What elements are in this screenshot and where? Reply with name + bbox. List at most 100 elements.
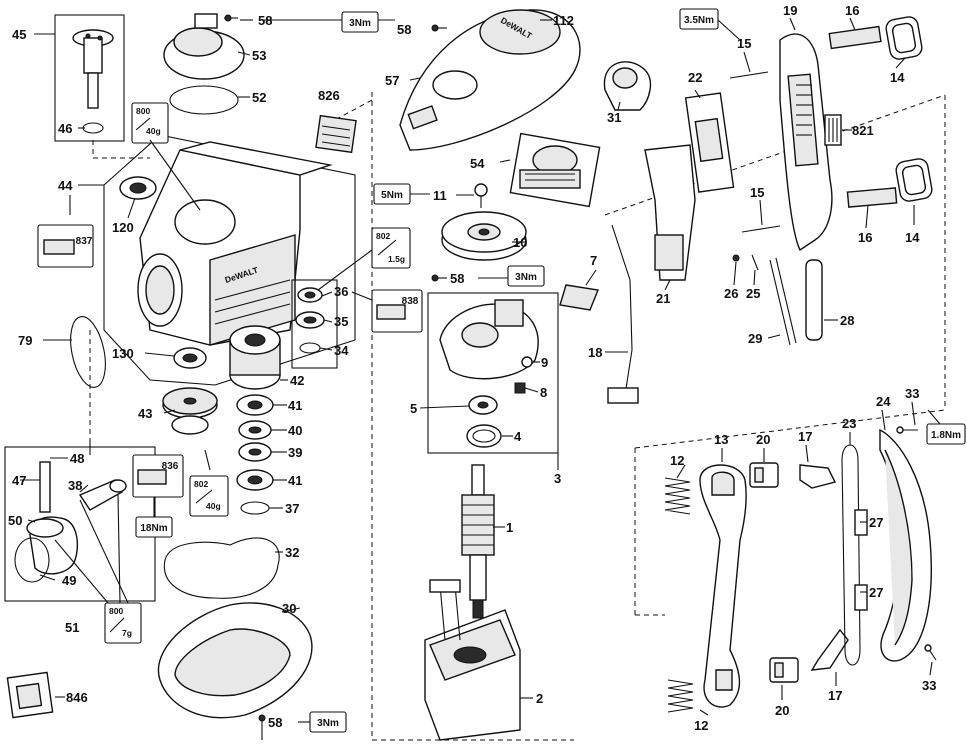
torque-label: 5Nm xyxy=(381,190,403,201)
part-number-label: 15 xyxy=(750,185,764,200)
part-number-label: 35 xyxy=(334,314,348,329)
part-number-label: 20 xyxy=(756,432,770,447)
top-cover: DeWALT xyxy=(399,9,581,151)
part-number-label: 25 xyxy=(746,286,760,301)
part-number-label: 42 xyxy=(290,373,304,388)
part-number-label: 12 xyxy=(694,718,708,733)
part-number-label: 17 xyxy=(828,688,842,703)
leader-lines xyxy=(20,17,933,716)
part-number-label: 58 xyxy=(258,13,272,28)
part-number-label: 23 xyxy=(842,416,856,431)
grease-amount: 40g xyxy=(146,126,161,136)
part-number-label: 8 xyxy=(540,385,547,400)
part-number-label: 58 xyxy=(450,271,464,286)
part-number-label: 36 xyxy=(334,284,348,299)
brush-holder-group xyxy=(427,292,559,454)
part-number-label: 21 xyxy=(656,291,670,306)
parts-bag xyxy=(6,671,54,719)
part-number-label: 30 xyxy=(282,601,296,616)
part-number-label: 11 xyxy=(433,188,447,203)
fan xyxy=(441,211,527,261)
kit-label: 836 xyxy=(162,461,179,472)
part-number-label: 13 xyxy=(714,432,728,447)
part-number-label: 45 xyxy=(12,27,26,42)
part-number-label: 3 xyxy=(554,471,561,486)
part-number-label: 50 xyxy=(8,513,22,528)
field-stator xyxy=(424,579,521,741)
part-number-label: 34 xyxy=(334,343,349,358)
cylinder-group xyxy=(4,446,156,602)
part-number-label: 7 xyxy=(590,253,597,268)
part-number-label: 19 xyxy=(783,3,797,18)
kit-label: 838 xyxy=(402,296,419,307)
part-number-label: 40 xyxy=(288,423,302,438)
part-labels: 45 46 44 120 79 130 58 53 52 826 36 35 3… xyxy=(8,3,936,733)
part-number-label: 27 xyxy=(869,515,883,530)
part-number-label: 1 xyxy=(506,520,513,535)
part-number-label: 51 xyxy=(65,620,79,635)
part-number-label: 37 xyxy=(285,501,299,516)
part-number-label: 20 xyxy=(775,703,789,718)
screws xyxy=(224,14,488,740)
grease-code: 802 xyxy=(194,479,208,489)
part-number-label: 47 xyxy=(12,473,26,488)
part-number-label: 29 xyxy=(748,331,762,346)
kit-label: 837 xyxy=(76,236,93,247)
grease-code: 800 xyxy=(136,106,150,116)
part-number-label: 49 xyxy=(62,573,76,588)
rear-handle-group xyxy=(559,16,933,404)
part-number-label: 14 xyxy=(905,230,920,245)
torque-label: 3.5Nm xyxy=(684,15,714,26)
part-number-label: 826 xyxy=(318,88,340,103)
part-number-label: 9 xyxy=(541,355,548,370)
part-number-label: 58 xyxy=(397,22,411,37)
part-number-label: 120 xyxy=(112,220,134,235)
side-handle-group xyxy=(664,426,937,713)
part-number-label: 32 xyxy=(285,545,299,560)
grease-amount: 7g xyxy=(122,628,132,638)
part-number-label: 33 xyxy=(922,678,936,693)
torque-callouts: 3Nm 3.5Nm 5Nm 3Nm 18Nm 3Nm 1.8Nm xyxy=(135,8,966,733)
part-number-label: 10 xyxy=(513,235,527,250)
part-number-label: 43 xyxy=(138,406,152,421)
part-number-label: 112 xyxy=(553,13,574,28)
part-number-label: 79 xyxy=(18,333,32,348)
part-number-label: 57 xyxy=(385,73,399,88)
part-number-label: 54 xyxy=(470,156,485,171)
part-number-label: 53 xyxy=(252,48,266,63)
torque-label: 1.8Nm xyxy=(931,430,961,441)
part-number-label: 41 xyxy=(288,473,302,488)
part-number-label: 16 xyxy=(845,3,859,18)
part-number-label: 41 xyxy=(288,398,302,413)
part-number-label: 2 xyxy=(536,691,543,706)
part-number-label: 12 xyxy=(670,453,684,468)
grease-amount: 40g xyxy=(206,501,221,511)
part-number-label: 28 xyxy=(840,313,854,328)
kit-callouts: 837 838 836 xyxy=(37,224,423,498)
part-number-label: 46 xyxy=(58,121,72,136)
switch-module xyxy=(509,132,601,208)
part-number-label: 39 xyxy=(288,445,302,460)
part-number-label: 821 xyxy=(852,123,874,138)
part-number-label: 58 xyxy=(268,715,282,730)
part-number-label: 846 xyxy=(66,690,88,705)
cap-assembly xyxy=(163,13,245,115)
gear-train xyxy=(162,279,338,515)
part-number-label: 5 xyxy=(410,401,417,416)
part-number-label: 33 xyxy=(905,386,919,401)
part-number-label: 130 xyxy=(112,346,134,361)
part-number-label: 22 xyxy=(688,70,702,85)
part-number-label: 26 xyxy=(724,286,738,301)
part-number-label: 31 xyxy=(607,110,621,125)
part-number-label: 24 xyxy=(876,394,891,409)
grease-code: 802 xyxy=(376,231,390,241)
gearcase xyxy=(157,537,313,719)
grease-callouts: 800 40g 802 1.5g 802 40g 800 7g xyxy=(54,102,411,644)
grease-amount: 1.5g xyxy=(388,254,405,264)
part-number-label: 4 xyxy=(514,429,522,444)
part-number-label: 38 xyxy=(68,478,82,493)
part-number-label: 48 xyxy=(70,451,84,466)
part-number-label: 16 xyxy=(858,230,872,245)
